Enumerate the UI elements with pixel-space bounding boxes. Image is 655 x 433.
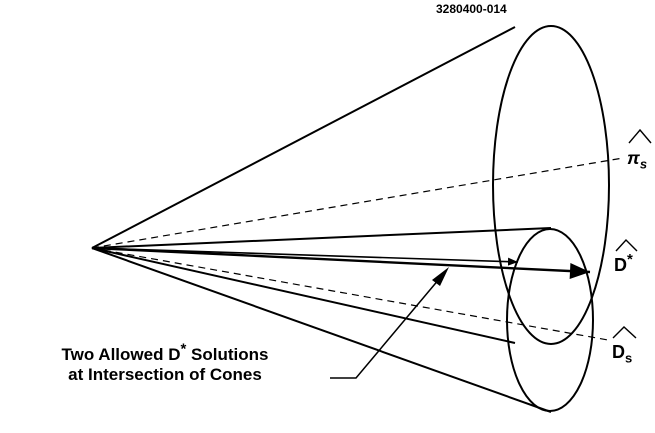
pi-s-symbol: π	[627, 148, 640, 168]
d-star-label: D*	[614, 252, 633, 276]
d-star-hat	[615, 238, 638, 252]
small-cone	[91, 227, 594, 413]
pi-s-hat	[628, 128, 652, 144]
label-hats	[612, 128, 652, 339]
d-s-label: Ds	[612, 342, 632, 366]
solution-arrow	[91, 247, 519, 266]
callout-label: Two Allowed D* Solutions at Intersection…	[0, 341, 330, 385]
solution-arrows	[91, 246, 591, 280]
callout-line-1: Two Allowed D* Solutions	[0, 341, 330, 365]
small-cone-base	[506, 228, 594, 412]
d-s-axis	[91, 247, 609, 341]
small-cone-lower-edge	[91, 247, 552, 413]
small-cone-upper-edge	[91, 227, 552, 249]
pi-s-label: πs	[627, 148, 647, 172]
pi-s-subscript: s	[639, 156, 648, 172]
callout-leader-arrowhead	[432, 267, 449, 286]
callout-line-1-post: Solutions	[186, 345, 269, 364]
callout-line-1-pre: Two Allowed D	[61, 345, 181, 364]
dashed-axes	[91, 157, 624, 341]
callout-line-2: at Intersection of Cones	[68, 365, 262, 384]
callout-line-1-sup: *	[180, 340, 187, 358]
figure-id: 3280400-014	[436, 2, 507, 16]
d-star-superscript: *	[627, 251, 633, 268]
d-s-subscript: s	[625, 350, 633, 366]
large-cone-upper-edge	[91, 26, 516, 249]
large-cone-base	[492, 25, 610, 345]
large-cone-lower-edge	[91, 247, 516, 344]
d-s-symbol: D	[612, 342, 625, 362]
pi-s-axis	[91, 157, 624, 249]
callout-leader-line	[330, 271, 446, 379]
d-star-symbol: D	[614, 255, 627, 275]
d-s-hat	[612, 326, 637, 339]
d-star-arrow	[91, 246, 591, 280]
large-cone	[91, 25, 610, 345]
